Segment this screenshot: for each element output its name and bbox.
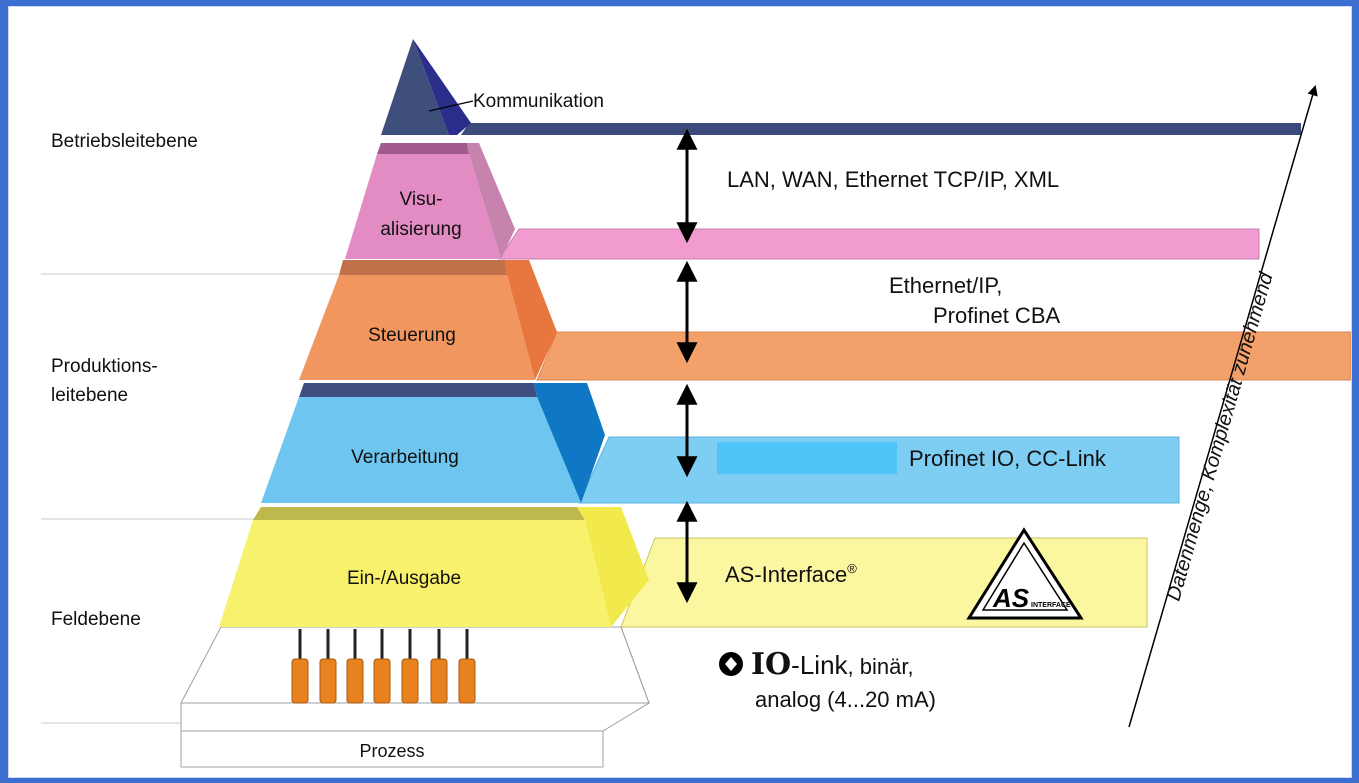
control-layer-top [339, 260, 507, 275]
network-label-1: LAN, WAN, Ethernet TCP/IP, XML [727, 167, 1059, 192]
apex-pointer [428, 100, 474, 112]
io-link-name: -Link [791, 650, 848, 680]
processing-layer-label: Verarbeitung [351, 447, 459, 468]
pyramid-base-front [180, 730, 604, 768]
band-processing-highlight [717, 442, 897, 474]
network-label-2a: Ethernet/IP, [889, 273, 1002, 298]
band-visualization [498, 228, 1260, 260]
pyramid-base-side [180, 702, 651, 732]
diagram-frame: Betriebsleitebene Produktions- leitebene… [8, 6, 1352, 778]
network-label-2b: Profinet CBA [933, 303, 1060, 328]
asi-logo-text: AS [992, 583, 1030, 613]
network-label-3: Profinet IO, CC-Link [909, 446, 1107, 471]
sensor-icon [346, 629, 364, 704]
io-layer-label: Ein-/Ausgabe [347, 568, 461, 589]
control-layer-label: Steuerung [368, 325, 456, 346]
level-label-bottom: Feldebene [51, 609, 141, 630]
processing-layer-top [299, 383, 537, 397]
visualization-label-2: alisierung [380, 219, 461, 240]
processing-layer-front [261, 397, 581, 503]
visualization-label-1: Visu- [400, 189, 443, 210]
level-label-middle-1: Produktions- [51, 356, 158, 377]
io-link-label: IO-Link, binär, [751, 647, 914, 682]
sensor-icon [458, 629, 476, 704]
complexity-axis-label: Datenmenge, Komplexität zunehmend [1163, 269, 1278, 603]
sensor-group [291, 629, 476, 704]
band-communication [461, 123, 1301, 135]
sensor-icon [430, 629, 448, 704]
visualization-layer-top [377, 143, 469, 154]
level-label-top: Betriebsleitebene [51, 131, 198, 152]
io-layer-front [219, 520, 611, 627]
io-layer-side [577, 507, 649, 627]
control-layer-front [299, 275, 535, 380]
pyramid-base-edge [620, 626, 650, 704]
apex-side [413, 39, 471, 135]
level-label-middle-2: leitebene [51, 385, 128, 406]
io-layer-top [253, 507, 585, 520]
base-label: Prozess [359, 741, 424, 761]
sensor-icon [291, 629, 309, 704]
network-label-4: AS-Interface® [725, 561, 857, 587]
io-link-bold: IO [751, 647, 791, 682]
asi-logo-subtext: INTERFACE [1031, 602, 1071, 609]
control-layer-side [505, 260, 557, 380]
io-link-suffix: , binär, [848, 654, 914, 679]
complexity-axis-arrow [1128, 84, 1318, 728]
visualization-layer-front [345, 154, 501, 259]
registered-mark: ® [847, 561, 857, 576]
asi-logo-icon: AS INTERFACE [966, 527, 1084, 620]
apex-front [381, 39, 449, 135]
visualization-layer-side [467, 143, 515, 259]
io-link-line2: analog (4...20 mA) [755, 687, 936, 712]
sensor-icon [373, 629, 391, 704]
band-control [536, 331, 1351, 381]
sensor-icon [319, 629, 337, 704]
apex-label: Kommunikation [473, 91, 604, 112]
automation-pyramid-diagram: Betriebsleitebene Produktions- leitebene… [41, 39, 1351, 768]
sensor-icon [401, 629, 419, 704]
network-label-4-text: AS-Interface [725, 562, 847, 587]
processing-layer-side [534, 383, 605, 503]
io-link-logo-icon [719, 652, 743, 676]
